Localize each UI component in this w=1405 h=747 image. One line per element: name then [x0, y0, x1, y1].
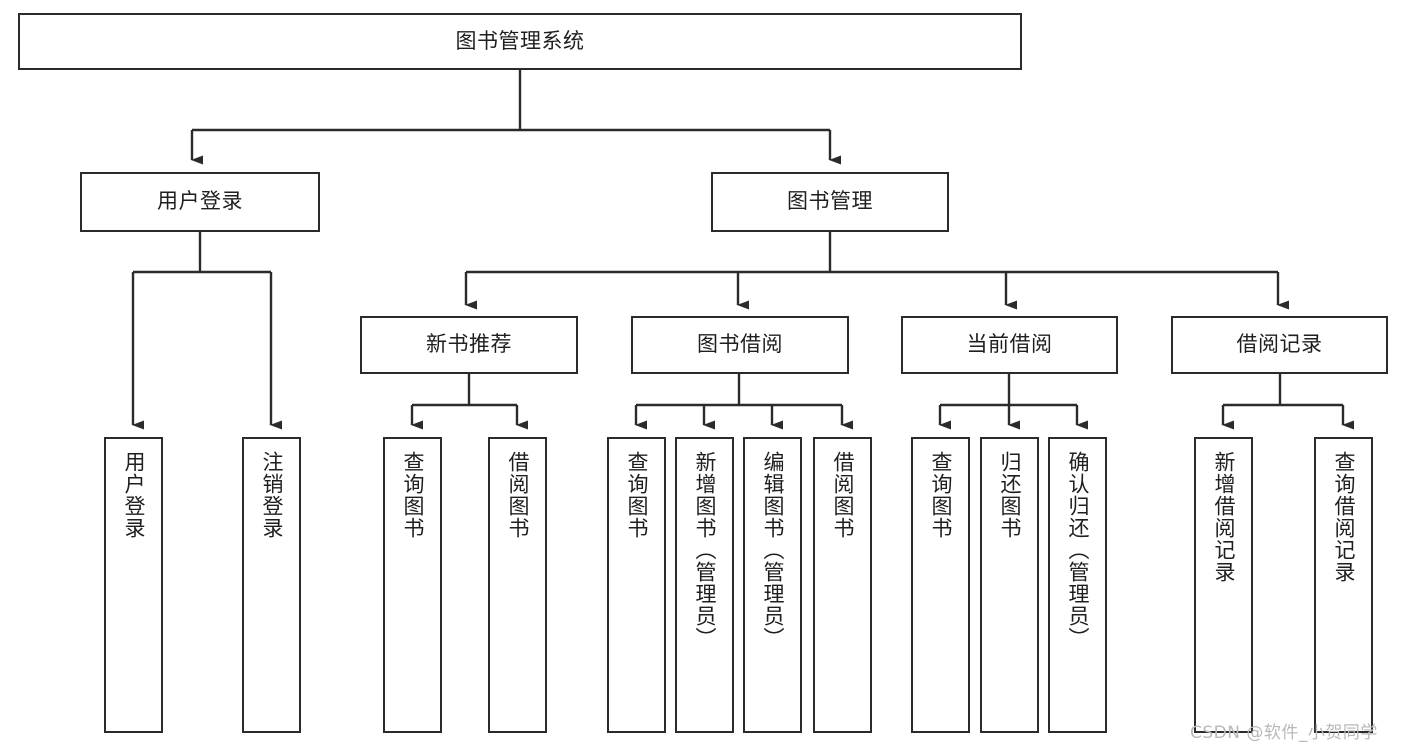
csdn-watermark: CSDN @软件_小贺同学 [1190, 723, 1378, 743]
leaf-book-borrow-edit[interactable]: 编辑图书（管理员） [743, 437, 802, 733]
node-current-borrow[interactable]: 当前借阅 [901, 316, 1118, 374]
leaf-current-borrow-query[interactable]: 查询图书 [911, 437, 970, 733]
leaf-book-borrow-borrow[interactable]: 借阅图书 [813, 437, 872, 733]
node-book-management[interactable]: 图书管理 [711, 172, 949, 232]
leaf-user-login-login-label: 用户登录 [121, 451, 146, 539]
leaf-book-borrow-query-label: 查询图书 [624, 451, 649, 539]
leaf-borrow-record-add-label: 新增借阅记录 [1211, 451, 1236, 583]
leaf-book-borrow-add-label: 新增图书（管理员） [692, 451, 717, 649]
leaf-current-borrow-confirm-label: 确认归还（管理员） [1065, 451, 1090, 649]
leaf-book-borrow-edit-label: 编辑图书（管理员） [760, 451, 785, 649]
leaf-user-login-logout[interactable]: 注销登录 [242, 437, 301, 733]
node-user-login[interactable]: 用户登录 [80, 172, 320, 232]
leaf-current-borrow-return[interactable]: 归还图书 [980, 437, 1039, 733]
leaf-current-borrow-query-label: 查询图书 [928, 451, 953, 539]
connectors-current-borrow [938, 374, 1088, 430]
node-book-borrow[interactable]: 图书借阅 [631, 316, 849, 374]
leaf-new-book-query[interactable]: 查询图书 [383, 437, 442, 733]
leaf-new-book-query-label: 查询图书 [400, 451, 425, 539]
connectors-borrow-record [1221, 374, 1354, 430]
leaf-borrow-record-query[interactable]: 查询借阅记录 [1314, 437, 1373, 733]
node-current-borrow-label: 当前借阅 [966, 332, 1053, 357]
leaf-borrow-record-add[interactable]: 新增借阅记录 [1194, 437, 1253, 733]
node-borrow-record-label: 借阅记录 [1236, 332, 1323, 357]
node-new-book-recommend-label: 新书推荐 [426, 332, 512, 357]
node-book-management-label: 图书管理 [787, 189, 873, 214]
connectors-new-book [410, 374, 528, 430]
leaf-new-book-borrow-label: 借阅图书 [505, 451, 530, 539]
leaf-book-borrow-borrow-label: 借阅图书 [830, 451, 855, 539]
connectors-book-borrow [634, 374, 853, 430]
connectors-user-login [131, 232, 282, 430]
leaf-book-borrow-query[interactable]: 查询图书 [607, 437, 666, 733]
node-user-login-label: 用户登录 [157, 189, 243, 214]
connectors-root [190, 70, 841, 165]
leaf-current-borrow-confirm[interactable]: 确认归还（管理员） [1048, 437, 1107, 733]
leaf-user-login-logout-label: 注销登录 [259, 451, 284, 539]
node-book-borrow-label: 图书借阅 [697, 332, 783, 357]
leaf-current-borrow-return-label: 归还图书 [997, 451, 1022, 539]
node-root-system[interactable]: 图书管理系统 [18, 13, 1022, 70]
connectors-book-mgmt [464, 232, 1289, 310]
leaf-user-login-login[interactable]: 用户登录 [104, 437, 163, 733]
leaf-new-book-borrow[interactable]: 借阅图书 [488, 437, 547, 733]
node-borrow-record[interactable]: 借阅记录 [1171, 316, 1388, 374]
leaf-book-borrow-add[interactable]: 新增图书（管理员） [675, 437, 734, 733]
node-root-system-label: 图书管理系统 [455, 28, 585, 53]
leaf-borrow-record-query-label: 查询借阅记录 [1331, 451, 1356, 583]
node-new-book-recommend[interactable]: 新书推荐 [360, 316, 578, 374]
